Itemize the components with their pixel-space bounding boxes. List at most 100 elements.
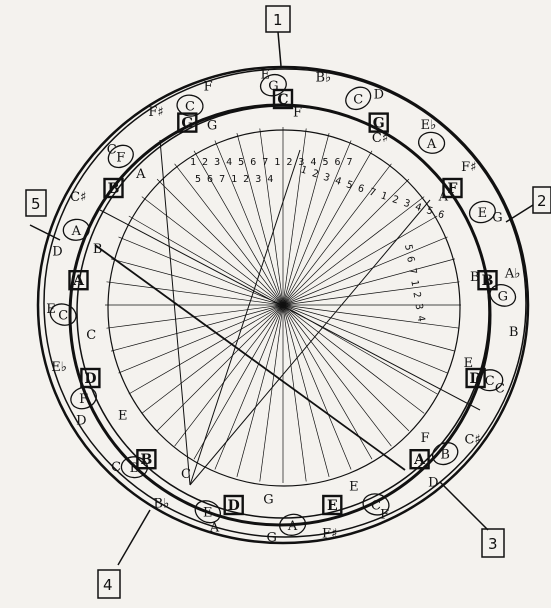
svg-text:A: A <box>135 167 146 182</box>
svg-text:C: C <box>86 328 96 343</box>
spoke <box>283 305 306 482</box>
svg-text:C: C <box>353 92 363 107</box>
svg-text:A♭: A♭ <box>504 267 521 282</box>
note: B <box>509 325 519 340</box>
spoke <box>111 305 283 351</box>
spoke <box>237 305 283 477</box>
svg-text:A: A <box>71 224 82 239</box>
boxed-note: B <box>137 450 155 468</box>
svg-text:C: C <box>485 374 495 389</box>
svg-text:E: E <box>349 480 359 495</box>
note: B <box>93 242 103 257</box>
svg-text:B♭: B♭ <box>154 497 170 512</box>
note: C♯ <box>464 433 480 448</box>
svg-text:D: D <box>76 414 86 429</box>
callout-label-5: 5 <box>31 195 41 213</box>
boxed-note: B <box>105 179 123 197</box>
svg-text:D: D <box>374 88 384 103</box>
svg-text:B: B <box>440 448 450 463</box>
svg-text:A: A <box>426 137 437 152</box>
note: A <box>417 131 445 155</box>
svg-text:B: B <box>509 325 519 340</box>
note: G <box>267 531 277 546</box>
spoke <box>283 129 306 306</box>
svg-text:E: E <box>327 498 338 514</box>
callout-label-2: 2 <box>537 192 547 210</box>
svg-text:D: D <box>470 371 482 387</box>
svg-text:D: D <box>52 244 62 259</box>
svg-text:E: E <box>478 206 488 221</box>
digit-row-1: 1 2 3 4 5 6 7 1 2 3 4 5 6 7 <box>190 157 353 168</box>
svg-text:F: F <box>79 392 88 407</box>
svg-text:C: C <box>111 460 121 475</box>
boxed-note: E <box>323 496 341 514</box>
callout-3: 3 <box>440 482 504 557</box>
svg-text:A: A <box>413 452 426 468</box>
callout-label-4: 4 <box>103 576 113 594</box>
spoke <box>283 305 329 477</box>
svg-text:G: G <box>263 493 273 508</box>
svg-text:F♯: F♯ <box>461 160 476 175</box>
note: C <box>111 460 121 475</box>
note: C♯ <box>372 131 388 146</box>
note: F <box>293 106 302 121</box>
note: D <box>428 476 438 491</box>
svg-text:F: F <box>204 79 213 94</box>
svg-text:C♯: C♯ <box>464 433 480 448</box>
note: D <box>76 414 86 429</box>
note: C <box>181 467 191 482</box>
svg-text:G: G <box>498 289 508 304</box>
spoke <box>260 305 283 482</box>
note: C <box>342 83 375 114</box>
svg-text:F: F <box>448 181 458 197</box>
svg-text:E: E <box>118 408 128 423</box>
spoke <box>194 305 283 459</box>
svg-text:C♯: C♯ <box>70 190 86 205</box>
spoke <box>107 282 284 305</box>
svg-text:E♭: E♭ <box>51 360 67 375</box>
svg-text:F: F <box>293 106 302 121</box>
svg-text:G: G <box>207 118 217 133</box>
note: D <box>52 244 62 259</box>
note: E♭ <box>421 118 437 133</box>
spoke <box>283 305 351 470</box>
spoke <box>283 305 460 328</box>
spoke <box>260 129 283 306</box>
spoke <box>129 216 283 305</box>
note: B <box>429 439 461 469</box>
boxed-note: G <box>370 114 388 132</box>
svg-text:C: C <box>58 309 68 324</box>
svg-text:F♯: F♯ <box>148 105 163 120</box>
svg-text:G: G <box>492 211 502 226</box>
spoke <box>283 259 455 305</box>
svg-text:D: D <box>84 371 96 387</box>
note: G <box>263 493 273 508</box>
note: F♯ <box>461 160 476 175</box>
spoke <box>157 179 283 305</box>
callout-4: 4 <box>98 510 150 598</box>
spoke <box>119 237 284 305</box>
callout-label-1: 1 <box>273 11 283 29</box>
note: A <box>135 167 146 182</box>
note: G <box>207 118 217 133</box>
svg-text:F: F <box>116 150 125 165</box>
spokes <box>105 127 461 483</box>
note: E♭ <box>51 360 67 375</box>
boxed-note: D <box>225 496 243 514</box>
boxed-note: A <box>70 271 88 289</box>
spoke <box>283 305 409 431</box>
spoke <box>129 305 283 394</box>
note: C <box>86 328 96 343</box>
svg-text:B: B <box>482 273 494 289</box>
note: E <box>349 480 359 495</box>
svg-text:E♭: E♭ <box>421 118 437 133</box>
svg-text:A: A <box>287 519 298 534</box>
note: B♭ <box>154 497 170 512</box>
digit-row-2: 5 6 7 1 2 3 4 <box>195 174 273 185</box>
svg-text:C: C <box>277 92 288 108</box>
note: A♭ <box>504 267 521 282</box>
digit-column: 5 6 7 1 2 3 4 <box>402 244 426 323</box>
note: G <box>492 211 502 226</box>
spoke <box>283 282 460 305</box>
